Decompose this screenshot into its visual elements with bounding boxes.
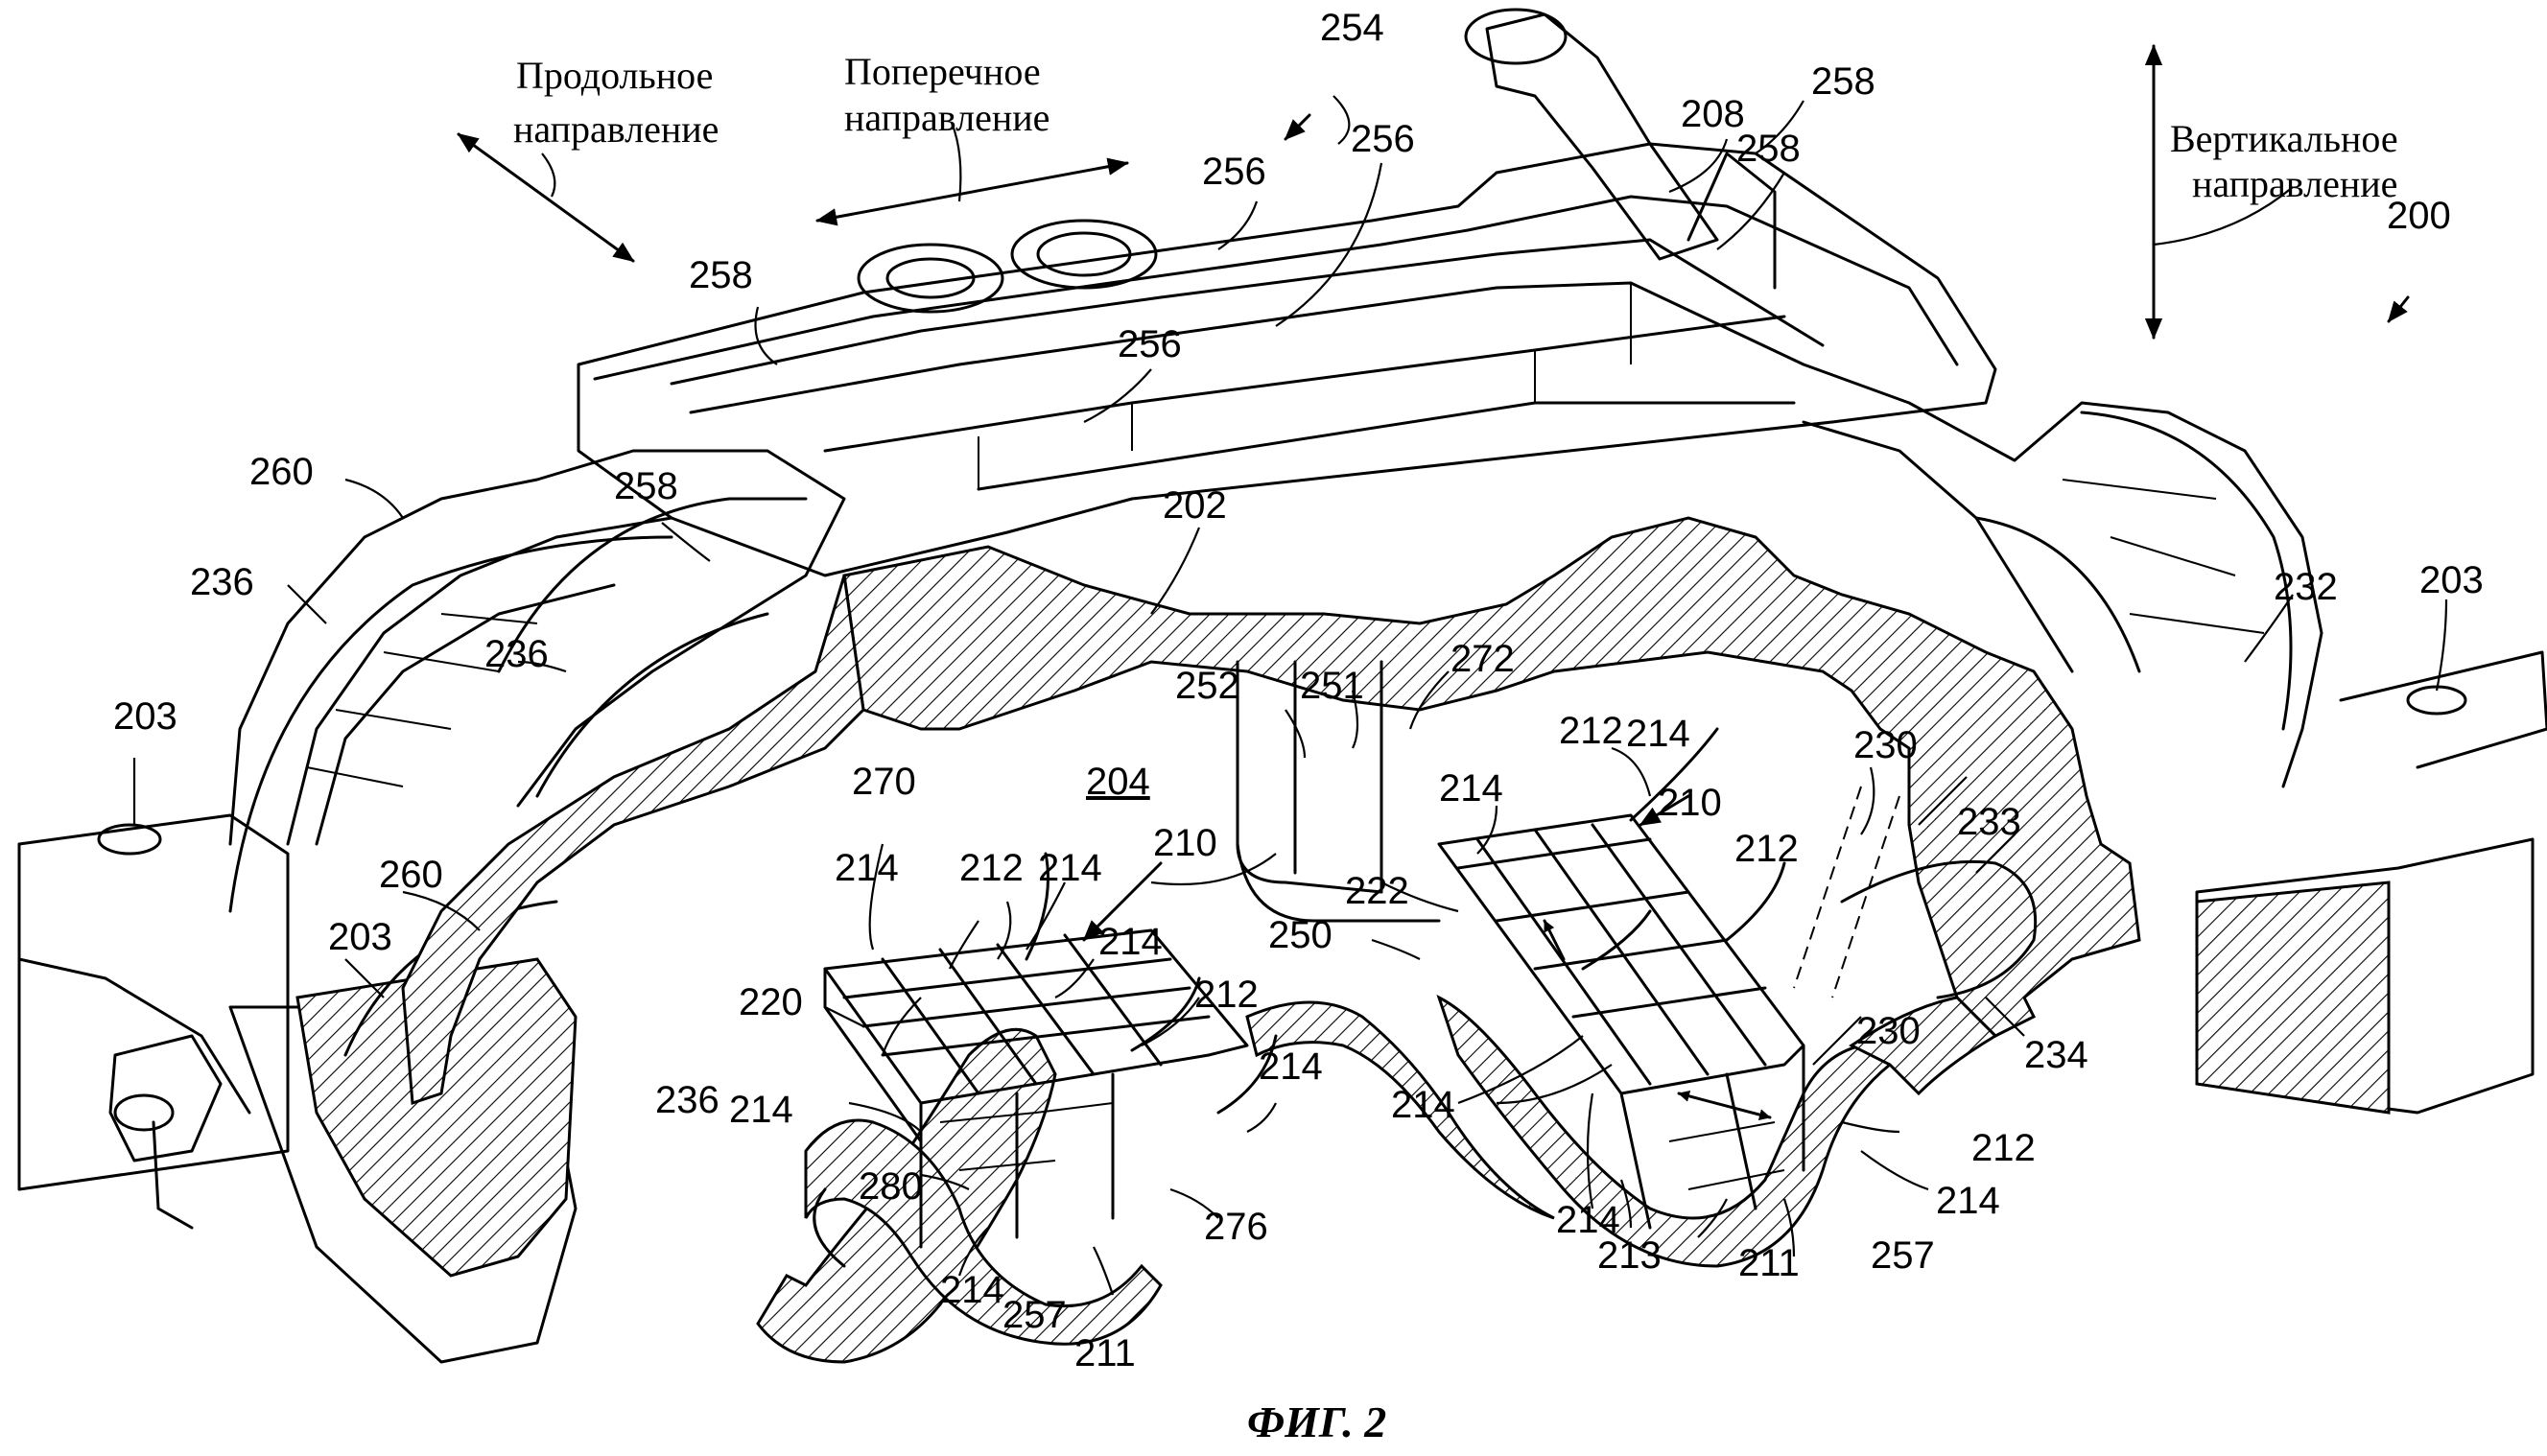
ref-258-b: 258 <box>1736 128 1801 170</box>
ref-250: 250 <box>1268 914 1332 956</box>
ref-256-c: 256 <box>1118 323 1182 365</box>
ref-202: 202 <box>1163 484 1227 527</box>
reference-numerals: 254 256 256 256 208 258 258 258 258 200 … <box>113 7 2484 1374</box>
ref-260-a: 260 <box>249 451 314 493</box>
ref-214-h: 214 <box>1391 1084 1455 1126</box>
ref-257-a: 257 <box>1002 1294 1067 1336</box>
ref-200: 200 <box>2387 195 2451 237</box>
ref-214-d: 214 <box>1038 847 1102 889</box>
transverse-arrow <box>815 157 1129 226</box>
ref-204: 204 <box>1086 761 1150 803</box>
vertical-label-line1: Вертикальное <box>2170 117 2398 160</box>
ref-257-b: 257 <box>1871 1234 1935 1277</box>
left-grid <box>823 852 1278 1249</box>
ref-272: 272 <box>1450 638 1515 680</box>
longitudinal-arrow <box>457 132 635 263</box>
transverse-label-line1: Поперечное <box>844 50 1041 93</box>
ref-230-a: 230 <box>1853 724 1918 766</box>
direction-labels: Продольное направление Поперечное направ… <box>513 50 2398 205</box>
ref-236-c: 236 <box>655 1079 719 1121</box>
ref-220: 220 <box>739 981 803 1023</box>
ref-260-b: 260 <box>379 854 443 896</box>
ref-203-b: 203 <box>113 695 177 738</box>
manifold-body <box>17 8 2547 1364</box>
ref-211-a: 211 <box>1074 1332 1136 1374</box>
ref-212-e: 212 <box>1971 1127 2036 1169</box>
ref-234: 234 <box>2024 1034 2088 1076</box>
ref-203-c: 203 <box>328 916 392 958</box>
longitudinal-label-line1: Продольное <box>516 54 713 97</box>
ref-214-i: 214 <box>1556 1199 1620 1241</box>
ref-212-c: 212 <box>959 847 1024 889</box>
ref-214-c: 214 <box>835 847 899 889</box>
ref-276: 276 <box>1204 1206 1268 1248</box>
ref-280: 280 <box>859 1165 923 1208</box>
ref-222: 222 <box>1345 870 1409 912</box>
ref-214-e: 214 <box>1098 921 1163 963</box>
ref-233: 233 <box>1957 801 2021 843</box>
ref-254: 254 <box>1320 7 1384 49</box>
ref-236-b: 236 <box>484 633 549 675</box>
ref-212-d: 212 <box>1194 974 1259 1016</box>
ref-212-a: 212 <box>1559 710 1623 752</box>
ref-210-b: 210 <box>1658 782 1722 824</box>
vertical-label-line2: направление <box>2192 162 2397 205</box>
ref-232: 232 <box>2274 566 2338 608</box>
ref-258-d: 258 <box>614 465 678 507</box>
ref-270: 270 <box>852 761 916 803</box>
ref-214-f: 214 <box>729 1089 793 1131</box>
ref-214-g: 214 <box>1259 1045 1323 1088</box>
ref-214-k: 214 <box>940 1269 1004 1311</box>
ref-258-a: 258 <box>1811 60 1875 103</box>
ref-214-a: 214 <box>1626 713 1690 755</box>
right-grid <box>1437 727 1805 1230</box>
ref-256-b: 256 <box>1351 118 1415 160</box>
ref-214-j: 214 <box>1936 1180 2000 1222</box>
direction-arrows <box>457 44 2294 340</box>
ref-212-b: 212 <box>1734 828 1799 870</box>
leader-lines <box>132 95 2448 1296</box>
ref-251: 251 <box>1300 665 1364 707</box>
ref-258-c: 258 <box>689 254 753 296</box>
figure-caption: ФИГ. 2 <box>1247 1397 1386 1446</box>
transverse-label-line2: направление <box>844 96 1049 139</box>
ref-213: 213 <box>1597 1234 1662 1277</box>
ref-210-a: 210 <box>1153 822 1217 864</box>
longitudinal-label-line2: направление <box>513 107 719 151</box>
ref-252: 252 <box>1175 665 1239 707</box>
ref-211-b: 211 <box>1738 1242 1800 1284</box>
ref-236-a: 236 <box>190 561 254 603</box>
ref-230-b: 230 <box>1856 1010 1921 1052</box>
ref-214-b: 214 <box>1439 767 1503 810</box>
ref-256-a: 256 <box>1202 151 1266 193</box>
ref-208: 208 <box>1681 93 1745 135</box>
ref-203-a: 203 <box>2419 559 2484 601</box>
